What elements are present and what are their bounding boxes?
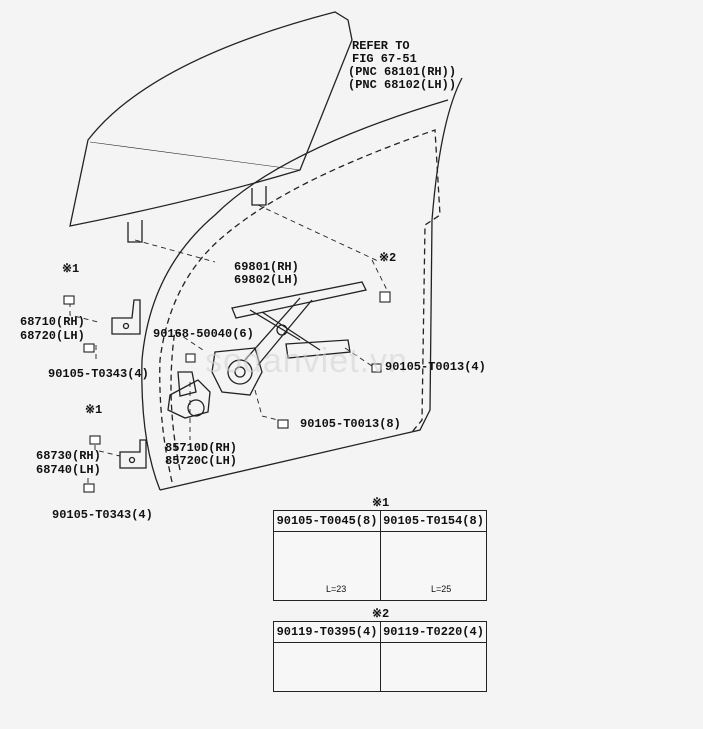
bolt-icon <box>379 291 391 303</box>
table1-left-length: L=23 <box>326 584 347 594</box>
window-motor <box>211 347 263 396</box>
bolt-spec-table-1: 90105-T0045(8) L=23 90105-T0154(8) L=25 <box>273 510 487 601</box>
part-label-bolt-lower: 90105-T0343(4) <box>52 508 153 522</box>
refer-label-line4: (PNC 68102(LH)) <box>348 78 457 92</box>
part-label-motor-lh: 85720C(LH) <box>165 454 238 468</box>
watermark: sodanviet.vn <box>205 342 408 380</box>
part-label-regulator-lh: 69802(LH) <box>234 273 299 287</box>
bolt-icon <box>89 435 101 445</box>
door-frame-inner <box>159 129 441 483</box>
regulator-arm-a <box>249 309 321 351</box>
bolt-icon <box>277 419 289 429</box>
part-label-hinge-upper-lh: 68720(LH) <box>20 329 85 343</box>
regulator-rail-lower <box>285 339 351 359</box>
table1-right-cell: 90105-T0154(8) L=25 <box>381 511 486 600</box>
table2-right-part-number: 90119-T0220(4) <box>381 622 486 643</box>
table2-left-cell: 90119-T0395(4) <box>274 622 381 691</box>
hinge-upper <box>111 299 141 335</box>
bolt-icon <box>63 295 75 305</box>
regulator-rail-upper <box>231 281 367 319</box>
table2-left-part-number: 90119-T0395(4) <box>274 622 380 643</box>
refer-label-line1: REFER TO <box>352 39 410 53</box>
part-label-t0013-8: 90105-T0013(8) <box>300 417 401 431</box>
door-frame-outer <box>159 77 463 491</box>
bolt-icon <box>83 483 95 493</box>
part-label-regulator-rh: 69801(RH) <box>234 260 299 274</box>
refer-label-line3: (PNC 68101(RH)) <box>348 65 457 79</box>
door-glass <box>69 11 353 227</box>
bolt-icon <box>371 363 382 373</box>
part-label-bolt-upper: 90105-T0343(4) <box>48 367 149 381</box>
mark-1-label-upper: ※1 <box>62 262 80 276</box>
bolt-icon <box>185 353 196 363</box>
part-label-hinge-lower-rh: 68730(RH) <box>36 449 101 463</box>
hinge-lower <box>119 439 147 469</box>
part-label-hinge-upper-rh: 68710(RH) <box>20 315 85 329</box>
table2-mark: ※2 <box>372 607 390 621</box>
mark-2-label: ※2 <box>379 251 397 265</box>
mark-1-label-lower: ※1 <box>85 403 103 417</box>
table1-mark: ※1 <box>372 496 390 510</box>
part-label-t0013-4: 90105-T0013(4) <box>385 360 486 374</box>
table1-right-length: L=25 <box>431 584 452 594</box>
table2-right-cell: 90119-T0220(4) <box>381 622 486 691</box>
table1-left-part-number: 90105-T0045(8) <box>274 511 380 532</box>
table1-right-part-number: 90105-T0154(8) <box>381 511 486 532</box>
bolt-icon <box>83 343 95 353</box>
part-label-90168: 90168-50040(6) <box>153 327 254 341</box>
refer-label-line2: FIG 67-51 <box>352 52 417 66</box>
part-label-hinge-lower-lh: 68740(LH) <box>36 463 101 477</box>
regulator-arm-b <box>244 297 313 366</box>
part-label-motor-rh: 85710D(RH) <box>165 441 238 455</box>
table1-left-cell: 90105-T0045(8) L=23 <box>274 511 381 600</box>
nut-spec-table-2: 90119-T0395(4) 90119-T0220(4) <box>273 621 487 692</box>
